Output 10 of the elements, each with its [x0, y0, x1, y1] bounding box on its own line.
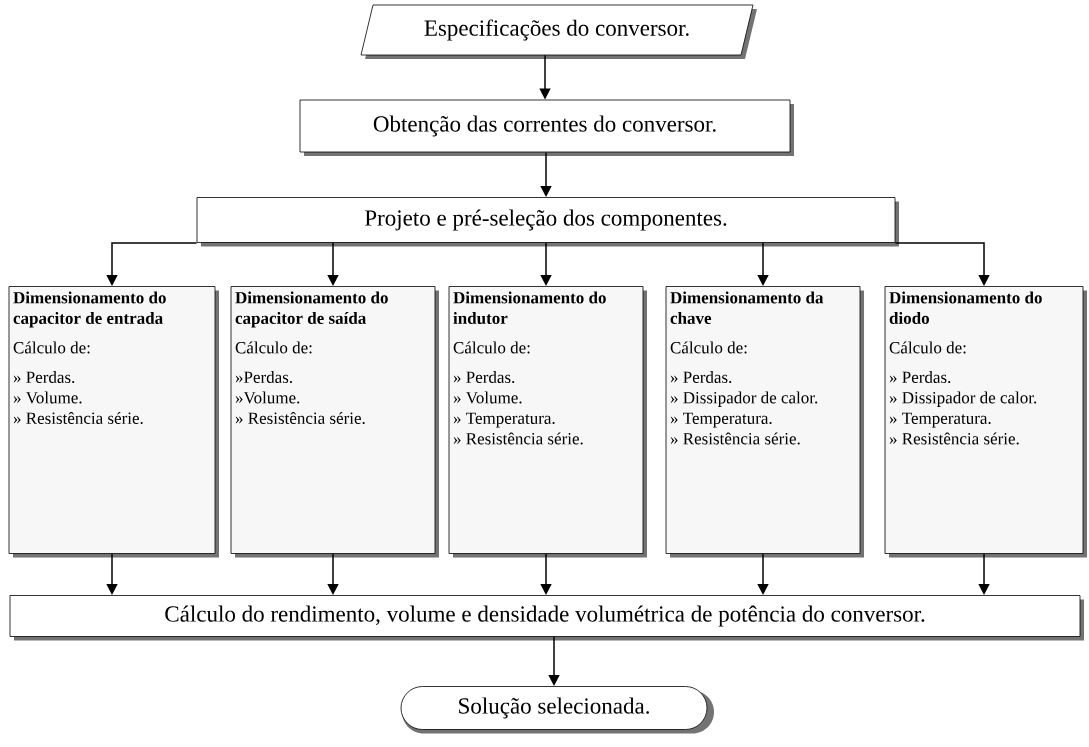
process-box: Dimensionamento do capacitor de saída Cálculo de: »Perdas. »Volume. » Resistência série.: [230, 286, 439, 558]
input-parallelogram: Especificações do conversor.: [360, 4, 757, 59]
process-box: Projeto e pré-seleção dos componentes.: [196, 197, 899, 247]
process-box: Cálculo do rendimento, volume e densidade volumétrica de potência do conversor.: [9, 595, 1084, 641]
process-box: Dimensionamento do capacitor de entrada Cálculo de: » Perdas. » Volume. » Resistência série.: [8, 286, 219, 558]
process-box: Obtenção das correntes do conversor.: [299, 99, 794, 156]
process-box: Dimensionamento do diodo Cálculo de: » Perdas. » Dissipador de calor. » Temperatura. » Resistência série.: [884, 286, 1087, 558]
process-box: Dimensionamento do indutor Cálculo de: » Perdas. » Volume. » Temperatura. » Resistência série.: [448, 286, 647, 558]
process-box: Dimensionamento da chave Cálculo de: » Perdas. » Dissipador de calor. » Temperatura. » Resistência série.: [665, 286, 864, 558]
terminal-box: Solução selecionada.: [400, 686, 714, 734]
